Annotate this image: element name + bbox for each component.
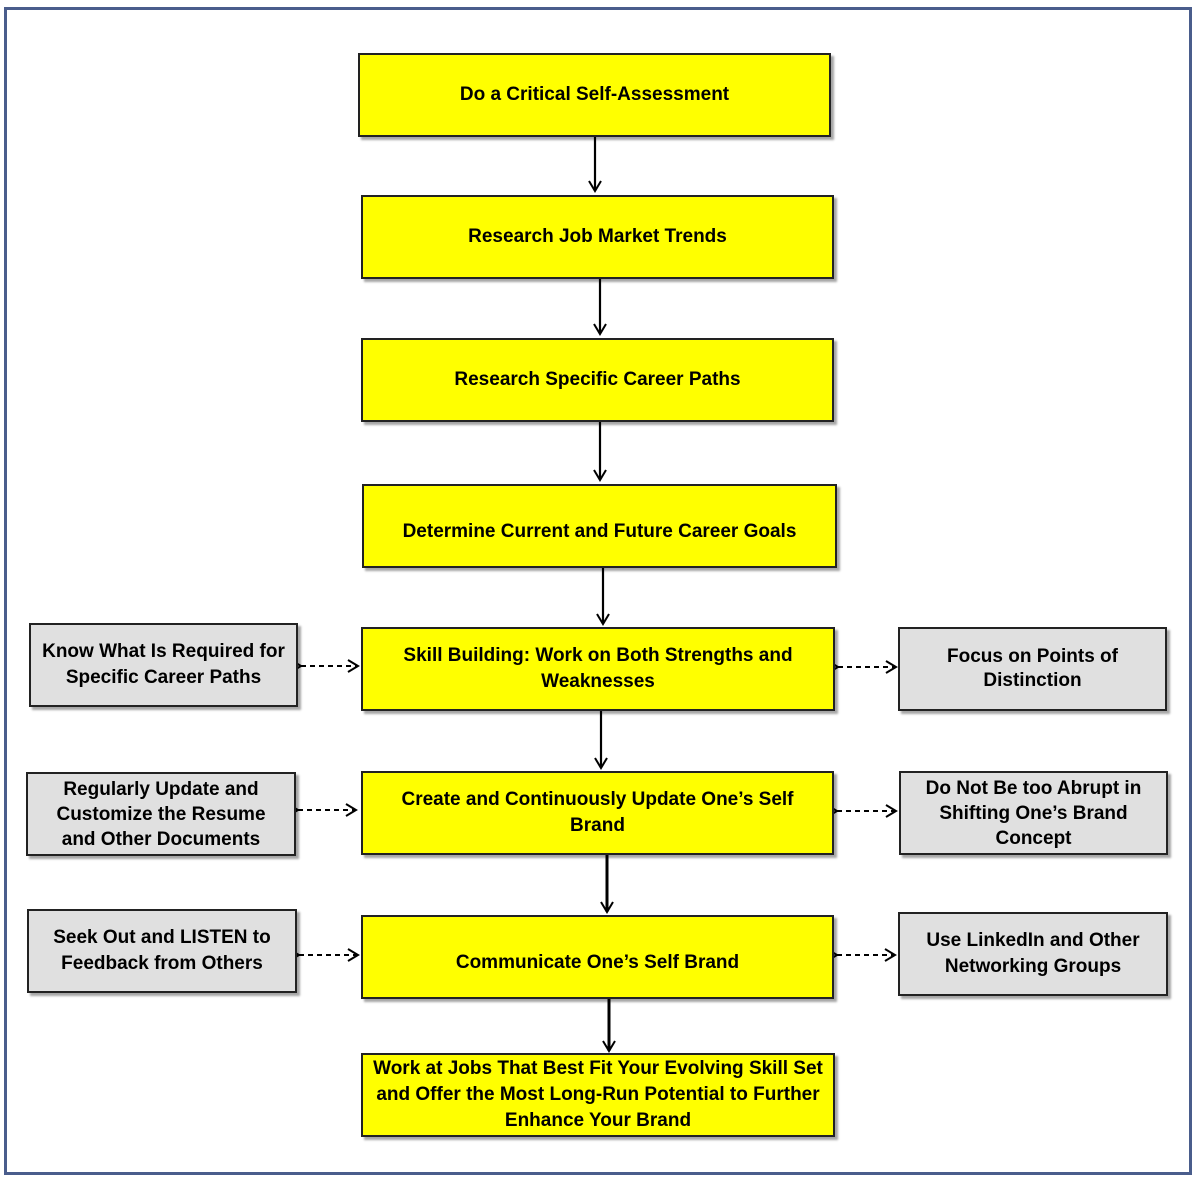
step-skill-building: Skill Building: Work on Both Strengths a… (361, 627, 835, 711)
note-points-of-distinction: Focus on Points of Distinction (898, 627, 1167, 711)
note-know-requirements: Know What Is Required for Specific Caree… (29, 623, 298, 707)
step-career-paths: Research Specific Career Paths (361, 338, 834, 422)
step-label: Do a Critical Self-Assessment (459, 84, 730, 105)
step-communicate-brand: Communicate One’s Self Brand (361, 915, 834, 999)
step-label: Research Specific Career Paths (454, 369, 741, 390)
step-career-goals: Determine Current and Future Career Goal… (362, 484, 837, 568)
note-label: Use LinkedIn and Other Networking Groups (926, 930, 1140, 977)
note-label: Know What Is Required for Specific Caree… (42, 641, 285, 688)
step-job-market-trends: Research Job Market Trends (361, 195, 834, 279)
step-self-brand: Create and Continuously Update One’s Sel… (361, 771, 834, 855)
note-label: Regularly Update and Customize the Resum… (56, 778, 266, 850)
note-update-resume: Regularly Update and Customize the Resum… (26, 772, 296, 856)
step-label: Communicate One’s Self Brand (455, 952, 740, 973)
note-seek-feedback: Seek Out and LISTEN to Feedback from Oth… (27, 909, 297, 993)
step-self-assessment: Do a Critical Self-Assessment (358, 53, 831, 137)
step-work-at-jobs: Work at Jobs That Best Fit Your Evolving… (361, 1053, 835, 1137)
note-not-too-abrupt: Do Not Be too Abrupt in Shifting One’s B… (899, 771, 1168, 855)
step-label: Determine Current and Future Career Goal… (402, 521, 797, 542)
note-label: Focus on Points of Distinction (947, 646, 1118, 691)
note-linkedin: Use LinkedIn and Other Networking Groups (898, 912, 1168, 996)
step-label: Work at Jobs That Best Fit Your Evolving… (373, 1058, 823, 1131)
step-label: Create and Continuously Update One’s Sel… (401, 789, 794, 836)
step-label: Skill Building: Work on Both Strengths a… (403, 645, 793, 692)
step-label: Research Job Market Trends (468, 226, 727, 247)
note-label: Do Not Be too Abrupt in Shifting One’s B… (925, 777, 1142, 849)
note-label: Seek Out and LISTEN to Feedback from Oth… (53, 927, 271, 974)
